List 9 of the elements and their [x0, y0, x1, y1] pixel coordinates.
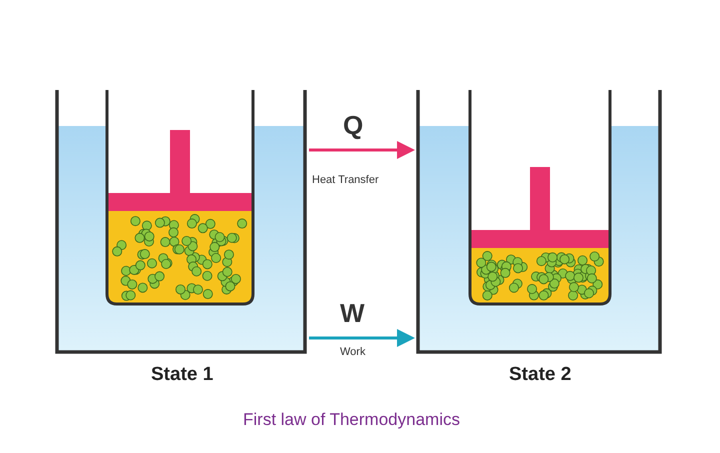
arrow	[309, 329, 415, 347]
arrow-caption: Heat Transfer	[312, 174, 379, 186]
edge-label: Q	[343, 110, 364, 141]
edge-label: W	[340, 298, 365, 329]
arrow	[309, 141, 415, 159]
caption: First law of Thermodynamics	[243, 410, 460, 430]
state-label: State 2	[509, 364, 572, 386]
arrow-caption: Work	[340, 346, 366, 358]
state-label: State 1	[151, 364, 214, 386]
